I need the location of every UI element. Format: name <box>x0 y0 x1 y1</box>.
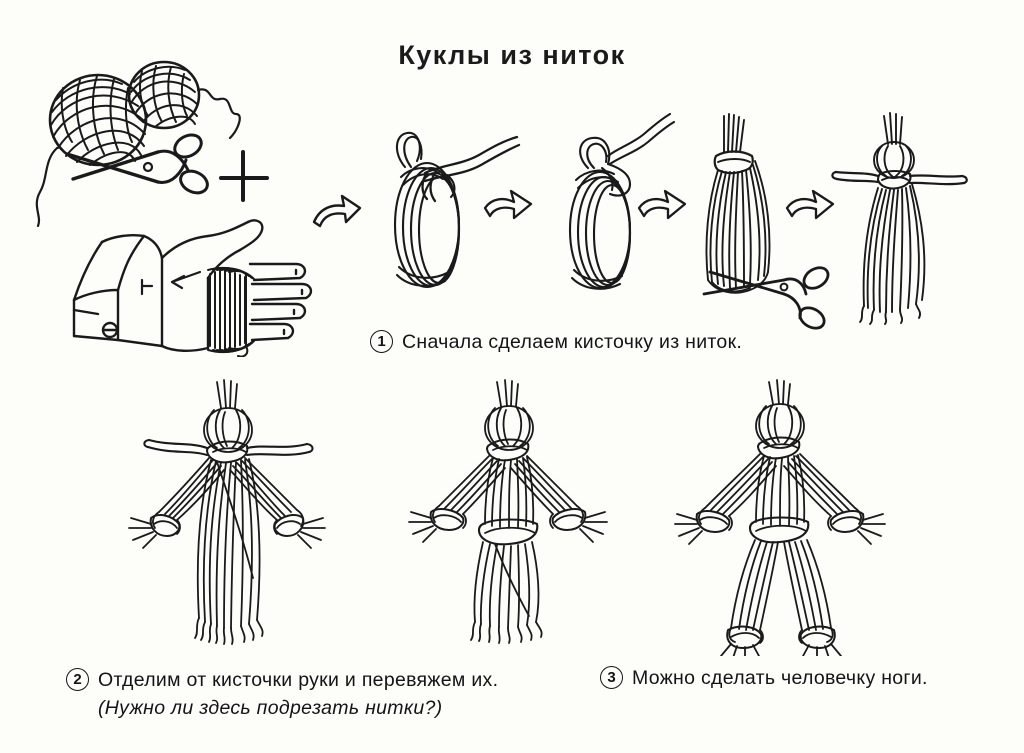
arrow-right-icon <box>636 186 688 226</box>
skein-knotted <box>552 112 692 307</box>
step-number-2: 2 <box>66 668 89 691</box>
skein-with-tie-thread <box>365 115 525 305</box>
doll-with-waist <box>405 378 620 653</box>
yarn-ball-icon <box>127 60 241 140</box>
step-number-3: 3 <box>600 666 623 689</box>
annotation-arrow-icon <box>140 270 202 296</box>
scissors-icon <box>65 133 209 195</box>
step-3-caption: Можно сделать человечку ноги. <box>632 667 928 689</box>
scissors-icon <box>702 266 830 330</box>
arrow-right-icon <box>784 186 836 226</box>
yarn-ball-icon <box>35 73 148 227</box>
doll-with-arms <box>125 378 345 653</box>
materials-yarn-and-scissors <box>22 42 257 227</box>
step-number-1: 1 <box>370 330 393 353</box>
plus-sign <box>215 148 271 204</box>
arrow-right-icon <box>482 186 534 226</box>
step-2-note: (Нужно ли здесь подрезать нитки?) <box>98 697 443 719</box>
hand-winding-yarn-icon <box>58 212 323 357</box>
doll-with-legs <box>665 378 890 656</box>
step-2-caption: Отделим от кисточки руки и перевяжем их. <box>98 669 499 691</box>
page-title: Куклы из ниток <box>398 40 626 70</box>
tassel-with-head-tied <box>828 110 1003 325</box>
skein-folded-with-scissors <box>688 112 848 332</box>
step-1-caption: Сначала сделаем кисточку из ниток. <box>402 331 743 353</box>
arrow-right-icon <box>312 188 362 230</box>
